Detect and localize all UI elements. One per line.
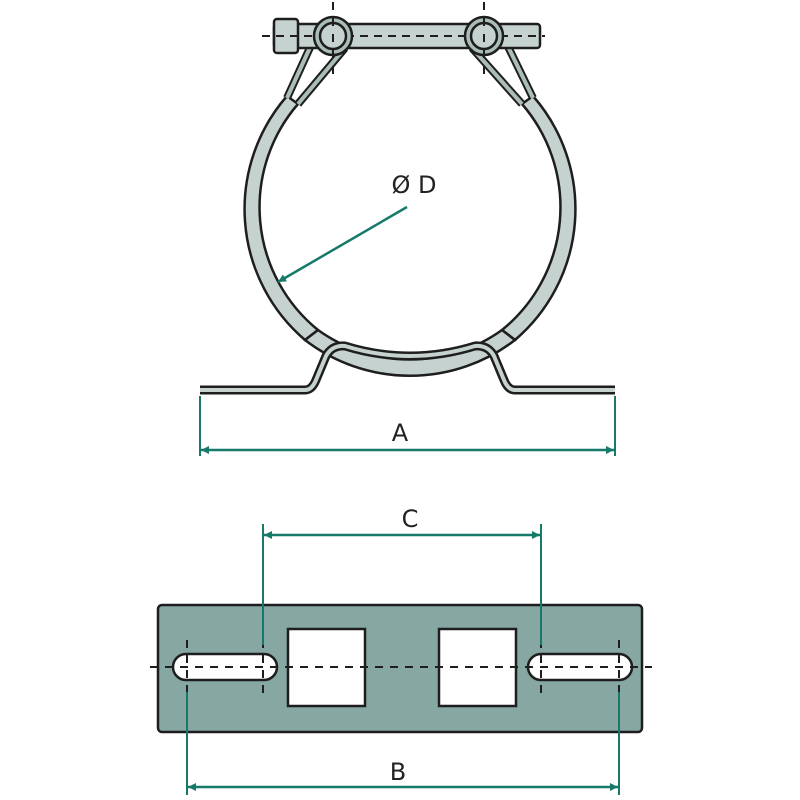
base-plate-top-view [150,603,652,734]
clamp-band [243,94,577,377]
diameter-label: Ø D [392,171,437,199]
bolt-eye-left [312,2,354,76]
diameter-dimension: Ø D [277,171,437,284]
dimension-b [186,692,620,795]
dimension-a [199,396,616,456]
dimension-c-label: C [402,505,419,533]
dimension-b-label: B [390,758,406,786]
base-bracket-side [200,341,615,395]
dimension-c [262,524,542,645]
bolt-eye-right [463,2,505,76]
dimension-a-label: A [392,419,409,447]
